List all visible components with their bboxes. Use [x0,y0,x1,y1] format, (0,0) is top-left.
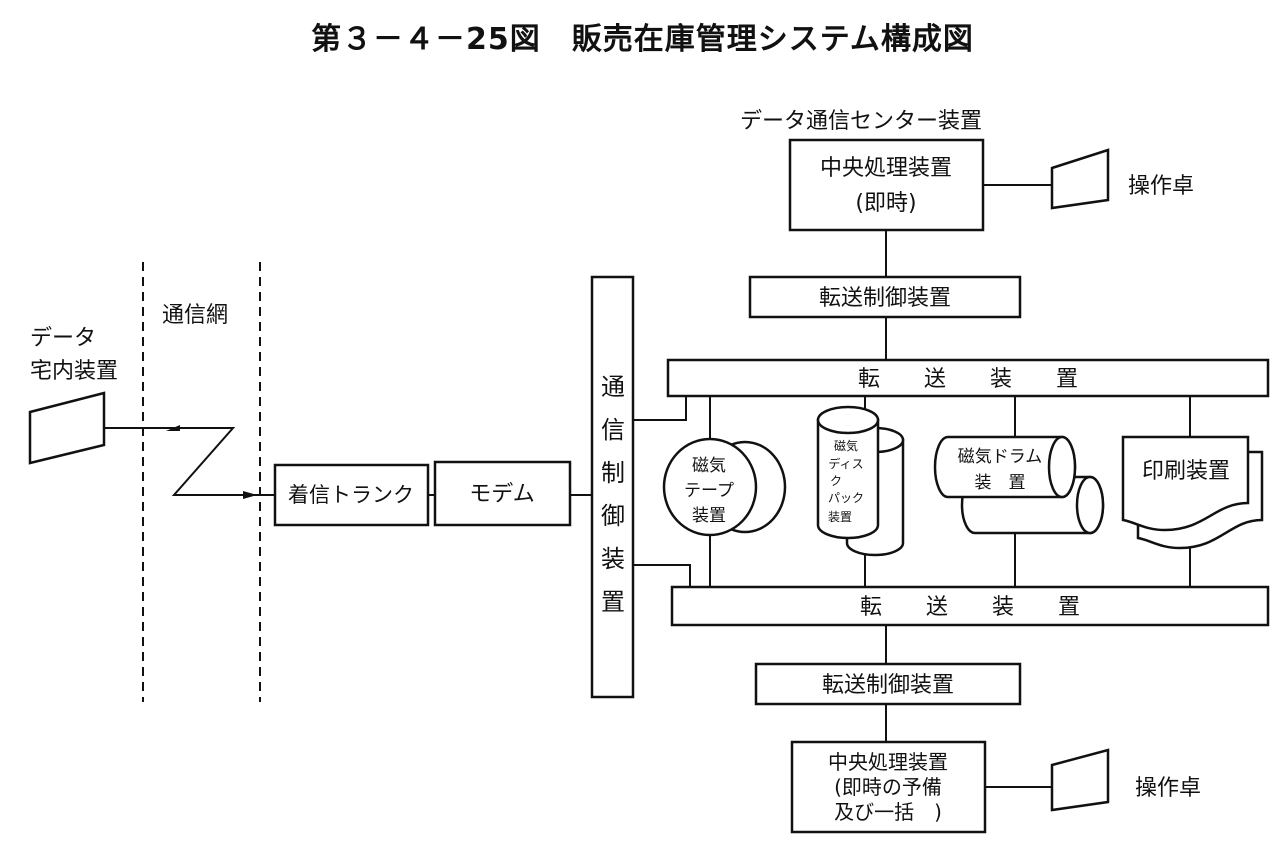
comm-ctrl-char-5: 装 [601,545,625,573]
mag-tape-label-1: 磁気 [692,456,726,476]
cpu-top-label-1: 中央処理装置 [820,156,952,181]
comm-ctrl-char-4: 御 [601,502,625,530]
data-center-label: データ通信センター装置 [740,109,982,134]
cpu-bottom-label-3: 及び一括 ) [834,800,942,824]
console-top-icon [1050,148,1110,210]
transfer-bus-bottom [670,585,1270,627]
cpu-bottom-label-1: 中央処理装置 [828,750,948,774]
mag-tape-label-3: 装置 [692,506,726,526]
terminal-label-2: 宅内装置 [30,359,118,384]
transfer-bus-top-label: 転 送 装 置 [858,367,1078,392]
mag-disk-label-5: 装置 [828,510,852,524]
incoming-trunk-box [273,463,430,527]
mag-drum-label-2: 装 置 [975,473,1026,493]
console-bottom-icon [1050,748,1110,812]
transfer-bus-top [666,358,1270,398]
console-bottom-label: 操作卓 [1135,776,1201,801]
printer-label: 印刷装置 [1142,459,1230,484]
comm-ctrl-char-3: 制 [601,459,625,487]
transfer-ctrl-top-box [748,275,1022,319]
mag-disk-label-3: ク [830,474,842,488]
transfer-bus-bottom-label: 転 送 装 置 [860,595,1080,620]
incoming-trunk-label: 着信トランク [288,483,414,507]
mag-disk-device: 磁気 ディス ク パック 装置 [816,405,905,557]
network-label: 通信網 [162,303,228,328]
mag-tape-device: 磁気 テープ 装置 [662,437,787,537]
printer-device: 印刷装置 [1121,435,1264,550]
mag-disk-label-4: パック [828,491,864,505]
comm-ctrl-box [590,275,635,699]
mag-disk-label-2: ディス [828,456,863,471]
comm-ctrl-char-2: 信 [601,416,625,444]
transfer-ctrl-bottom-label: 転送制御装置 [822,673,954,698]
modem-box [433,460,572,527]
mag-tape-label-2: テープ [684,481,734,501]
communication-line [104,427,275,496]
cpu-top-label-2: (即時) [855,191,916,216]
comm-ctrl-char-1: 通 [601,373,625,401]
mag-drum-device: 磁気ドラム 装 置 [933,435,1105,535]
mag-drum-label-1: 磁気ドラム [958,447,1043,467]
comm-ctrl-char-6: 置 [601,588,625,616]
cpu-top-box [788,138,985,232]
page-title: 第３－４－25図 販売在庫管理システム構成図 [311,22,974,57]
modem-label: モデム [469,482,535,507]
cpu-bottom-label-2: (即時の予備 [834,775,942,799]
transfer-ctrl-bottom-box [754,662,1022,706]
console-top-label: 操作卓 [1128,174,1194,199]
cpu-bottom-box [790,740,987,834]
transfer-ctrl-top-label: 転送制御装置 [819,286,951,311]
terminal-label-1: データ [30,326,96,351]
mag-disk-label-1: 磁気 [834,438,858,453]
terminal-icon [28,391,106,465]
